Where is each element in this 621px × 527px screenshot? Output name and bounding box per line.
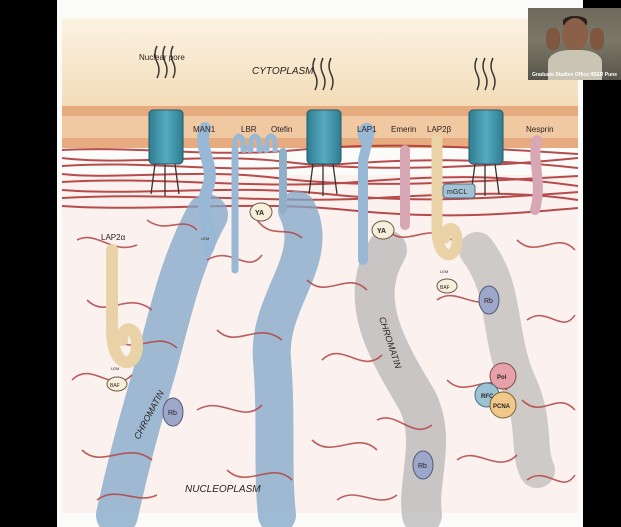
label-rfc: RFC: [481, 394, 494, 400]
label-ya-2: YA: [377, 228, 386, 235]
label-lem-1: LEM: [440, 269, 448, 274]
presenter-webcam-tile: Graduate Studies Office IISER Pune: [528, 8, 621, 80]
label-lap2a: LAP2α: [101, 233, 126, 242]
label-pol: Pol: [497, 375, 507, 381]
nuclear-envelope-diagram: CYTOPLASM Nuclear pore MAN1 LBR Otefin L…: [57, 0, 583, 527]
label-rb-1: Rb: [484, 298, 493, 305]
left-letterbox: [0, 0, 57, 527]
label-rb-2: Rb: [168, 410, 177, 417]
label-nucleoplasm: NUCLEOPLASM: [185, 484, 261, 495]
label-lem-2: LEM: [111, 366, 119, 371]
webcam-caption: Graduate Studies Office IISER Pune: [528, 72, 621, 78]
label-lbr: LBR: [241, 125, 257, 134]
presenter-left-hand: [546, 28, 560, 50]
label-rb-3: Rb: [418, 463, 427, 470]
label-otefin: Otefin: [271, 125, 292, 134]
label-baf-1: BAF: [440, 285, 450, 291]
label-ya-1: YA: [255, 210, 264, 217]
label-baf-2: BAF: [110, 383, 120, 389]
protein-man1: [203, 128, 210, 250]
label-lem-3: LEM: [201, 236, 209, 241]
label-emerin: Emerin: [391, 125, 416, 134]
label-pcna: PCNA: [493, 404, 511, 410]
label-nesprin: Nesprin: [526, 125, 554, 134]
label-lap2b: LAP2β: [427, 125, 452, 134]
label-lap1: LAP1: [357, 125, 377, 134]
slide-area: CYTOPLASM Nuclear pore MAN1 LBR Otefin L…: [57, 0, 583, 527]
label-man1: MAN1: [193, 125, 216, 134]
presenter-right-hand: [590, 28, 604, 50]
label-nuclear-pore: Nuclear pore: [139, 53, 185, 62]
cytoplasm-region: [62, 18, 578, 106]
presenter-face: [562, 18, 588, 50]
label-mgcl: mGCL: [447, 189, 467, 196]
protein-nesprin: [535, 140, 538, 210]
label-cytoplasm: CYTOPLASM: [252, 66, 314, 77]
